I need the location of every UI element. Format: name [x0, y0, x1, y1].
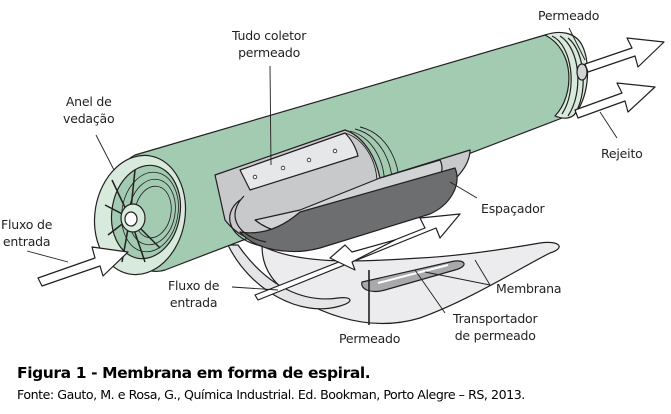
label-permeate-top: Permeado	[538, 8, 600, 23]
right-end-cap	[544, 31, 589, 119]
permeate-arrow-bottom	[329, 239, 396, 271]
label-permeate-carrier-line2: de permeado	[454, 328, 536, 343]
label-feed-flow-bottom-line1: Fluxo de	[168, 278, 220, 293]
label-spacer: Espaçador	[481, 201, 545, 216]
label-feed-flow-bottom: Fluxo de entrada	[168, 277, 219, 311]
label-sealing-ring-line1: Anel de	[65, 94, 112, 109]
feed-arrow-left	[37, 246, 129, 287]
figure-caption-source: Fonte: Gauto, M. e Rosa, G., Química Ind…	[17, 387, 525, 402]
label-feed-flow-left-line1: Fluxo de	[1, 217, 53, 232]
label-permeate-bottom: Permeado	[339, 331, 401, 346]
label-feed-flow-left-line2: entrada	[2, 234, 51, 249]
label-collector-tube-line2: permeado	[238, 45, 301, 60]
permeate-carrier-slot	[361, 260, 465, 293]
label-collector-tube-line1: Tudo coletor	[232, 28, 307, 43]
label-permeate-carrier-line1: Transportador	[453, 311, 538, 326]
label-permeate-carrier: Transportador de permeado	[453, 310, 538, 344]
label-membrane: Membrana	[496, 281, 562, 296]
figure-caption-title: Figura 1 - Membrana em forma de espiral.	[17, 364, 371, 382]
label-reject: Rejeito	[601, 146, 643, 161]
label-feed-flow-bottom-line2: entrada	[169, 295, 218, 310]
label-collector-tube: Tudo coletor permeado	[232, 27, 306, 61]
label-sealing-ring-line2: vedação	[63, 111, 115, 126]
permeate-outlet-nub	[576, 63, 588, 81]
permeate-arrow-top	[584, 37, 665, 73]
reject-arrow	[574, 82, 656, 119]
spiral-membrane-illustration	[26, 27, 665, 325]
spacer-layer	[239, 167, 458, 253]
label-sealing-ring: Anel de vedação	[63, 93, 115, 127]
label-feed-flow-left: Fluxo de entrada	[1, 216, 52, 250]
